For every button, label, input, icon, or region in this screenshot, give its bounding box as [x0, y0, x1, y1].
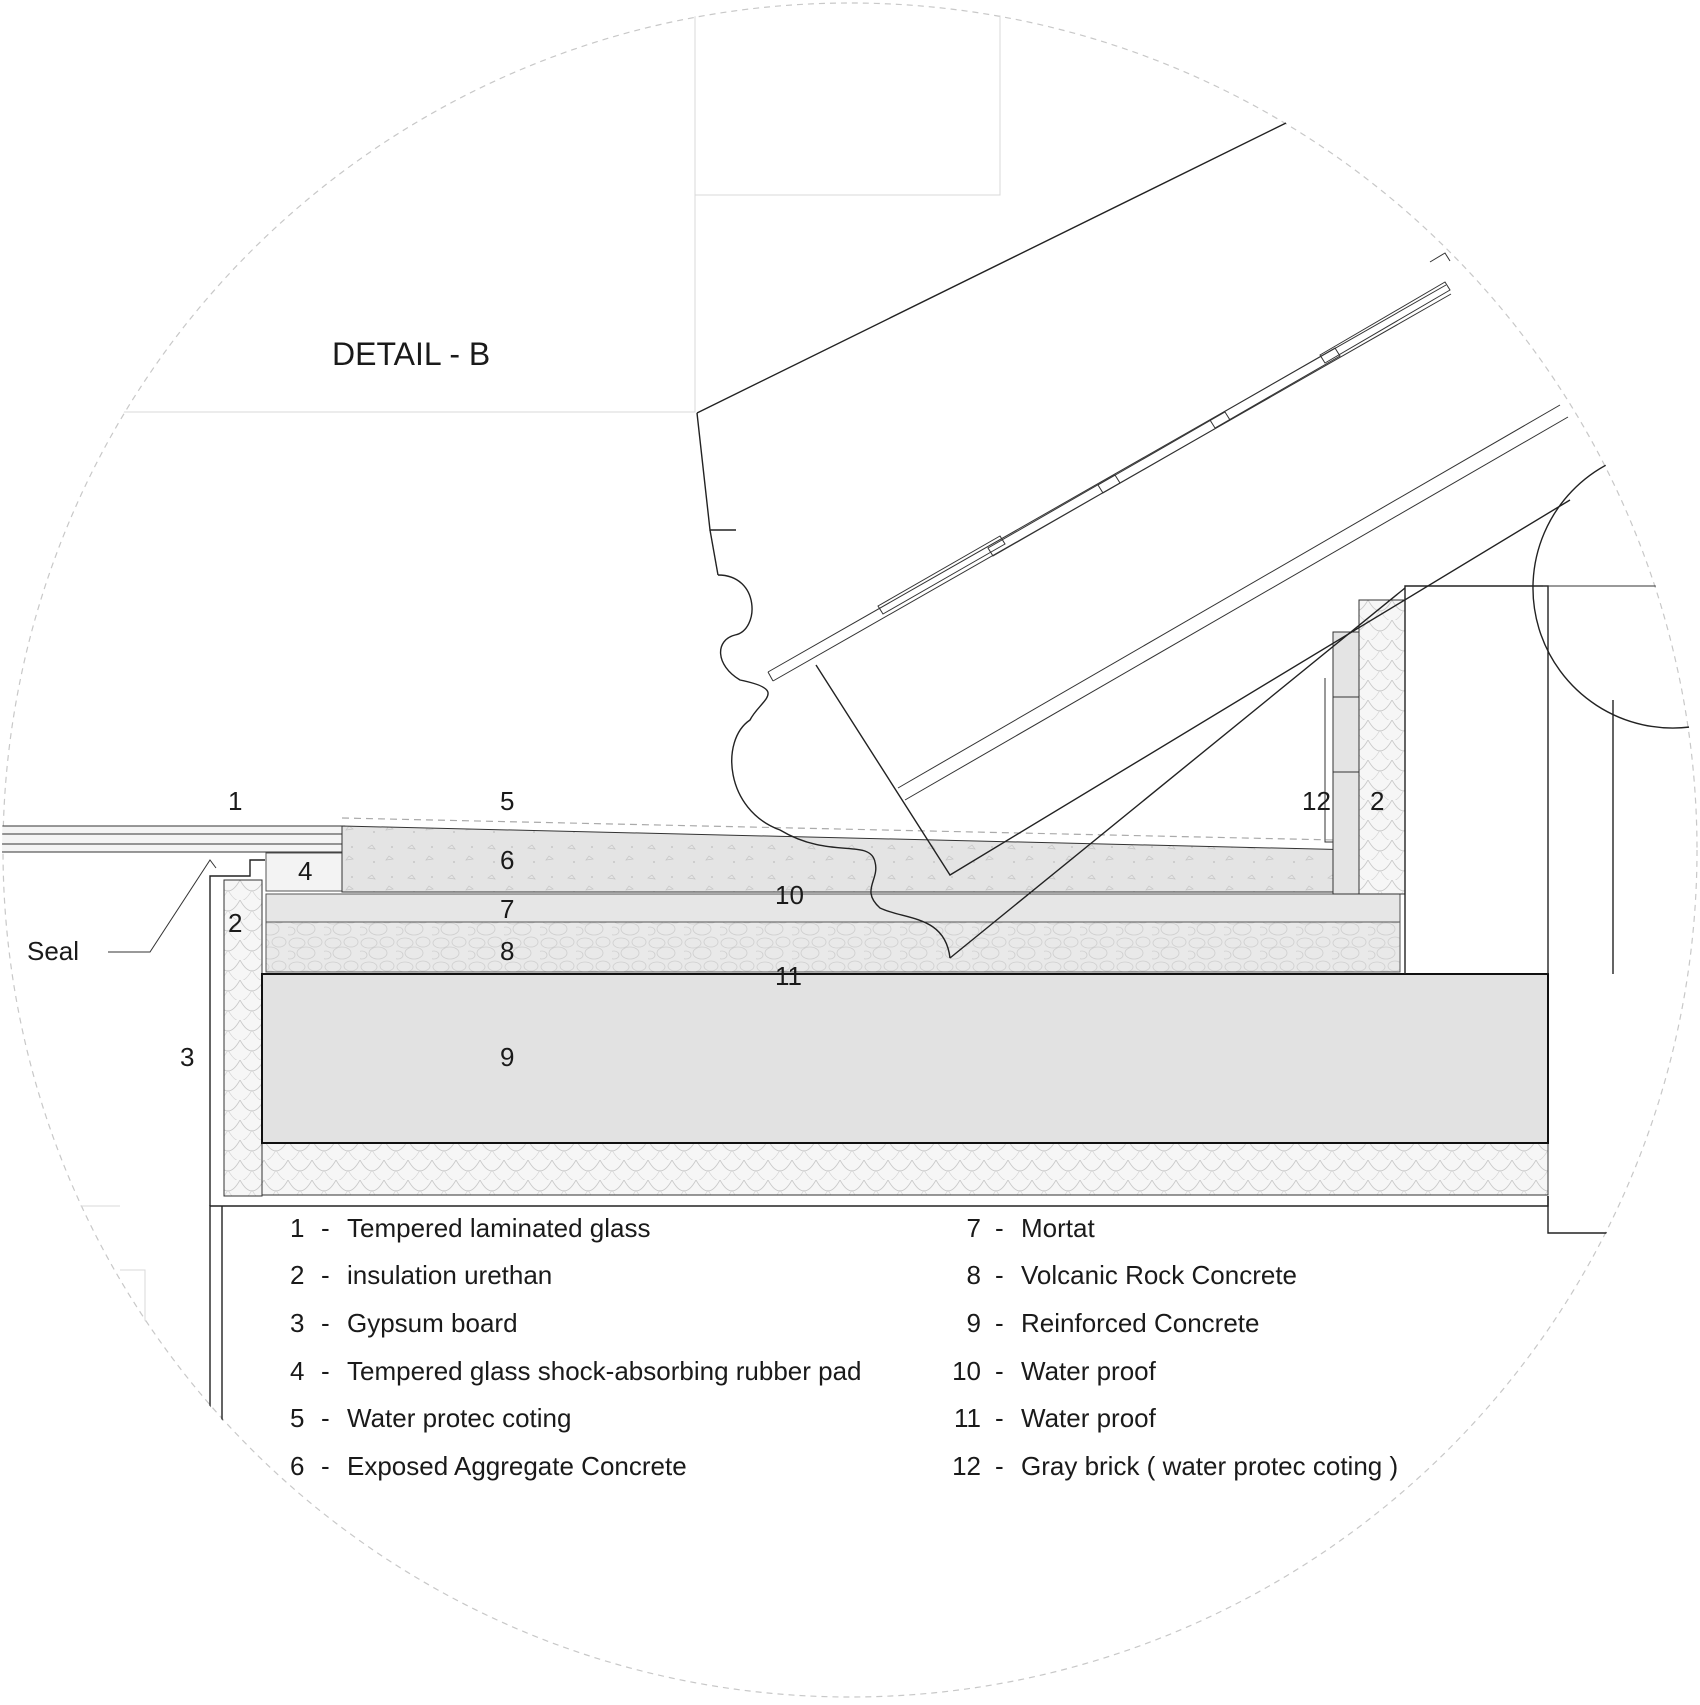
legend-text: Gray brick ( water protec coting )	[1021, 1451, 1398, 1481]
tempered-laminated-glass	[2, 825, 345, 853]
legend-text: Water protec coting	[347, 1403, 571, 1433]
callout-6: 6	[500, 845, 514, 875]
legend-text: Volcanic Rock Concrete	[1021, 1260, 1297, 1290]
legend-num: 2	[290, 1260, 304, 1290]
legend-num: 1	[290, 1213, 304, 1243]
legend-text: Exposed Aggregate Concrete	[347, 1451, 687, 1481]
legend-right: 7 - Mortat 8 - Volcanic Rock Concrete 9 …	[952, 1213, 1398, 1481]
legend-text: Mortat	[1021, 1213, 1095, 1243]
detail-title: DETAIL - B	[332, 336, 490, 372]
legend-num: 5	[290, 1403, 304, 1433]
insulation-urethan-left	[223, 879, 263, 1197]
callout-11: 11	[775, 961, 802, 991]
legend-sep: -	[995, 1403, 1004, 1433]
legend-text: Water proof	[1021, 1356, 1157, 1386]
rubber-pad	[265, 852, 343, 892]
legend-num: 6	[290, 1451, 304, 1481]
legend-sep: -	[995, 1213, 1004, 1243]
legend-sep: -	[995, 1308, 1004, 1338]
legend-text: Reinforced Concrete	[1021, 1308, 1259, 1338]
callout-9: 9	[500, 1042, 514, 1072]
legend-text: Gypsum board	[347, 1308, 518, 1338]
legend-num: 12	[952, 1451, 981, 1481]
legend-text: Water proof	[1021, 1403, 1157, 1433]
reinforced-concrete-slab	[261, 973, 1549, 1144]
sloped-glass-roof	[696, 122, 1571, 959]
legend-item: 5 - Water protec coting	[290, 1403, 571, 1433]
legend-left: 1 - Tempered laminated glass 2 - insulat…	[290, 1213, 862, 1481]
right-wall	[1404, 585, 1549, 974]
callout-7: 7	[500, 894, 514, 924]
callout-10: 10	[775, 880, 804, 910]
callout-8: 8	[500, 936, 514, 966]
legend-num: 7	[967, 1213, 981, 1243]
legend-item: 8 - Volcanic Rock Concrete	[967, 1260, 1298, 1290]
legend-item: 11 - Water proof	[954, 1403, 1157, 1433]
legend-sep: -	[321, 1356, 330, 1386]
callout-12: 12	[1302, 786, 1331, 816]
legend-num: 8	[967, 1260, 981, 1290]
seal-leader-line	[108, 859, 217, 953]
gray-brick-and-insulation	[1324, 599, 1406, 895]
callout-2-left: 2	[228, 908, 242, 938]
legend-sep: -	[321, 1308, 330, 1338]
legend-item: 6 - Exposed Aggregate Concrete	[290, 1451, 687, 1481]
volcanic-rock-concrete	[265, 921, 1401, 973]
legend-text: Tempered laminated glass	[347, 1213, 651, 1243]
legend-num: 10	[952, 1356, 981, 1386]
callout-4: 4	[298, 856, 312, 886]
legend-item: 2 - insulation urethan	[290, 1260, 552, 1290]
legend-num: 4	[290, 1356, 304, 1386]
legend-sep: -	[995, 1260, 1004, 1290]
callout-3: 3	[180, 1042, 194, 1072]
legend-num: 11	[954, 1403, 981, 1433]
water-protec-coating	[341, 817, 1336, 841]
legend-item: 9 - Reinforced Concrete	[967, 1308, 1260, 1338]
legend-sep: -	[995, 1451, 1004, 1481]
legend-item: 7 - Mortat	[967, 1213, 1096, 1243]
callout-numbers: 1 5 12 2 4 6 2 7 10 8 11 3 9	[180, 786, 1384, 1072]
legend-num: 3	[290, 1308, 304, 1338]
seal-label: Seal	[27, 936, 79, 966]
callout-1: 1	[228, 786, 242, 816]
callout-5: 5	[500, 786, 514, 816]
right-foot	[1547, 1196, 1610, 1234]
legend-item: 12 - Gray brick ( water protec coting )	[952, 1451, 1398, 1481]
legend-sep: -	[321, 1451, 330, 1481]
round-column	[1532, 462, 1691, 729]
legend-sep: -	[321, 1403, 330, 1433]
legend-item: 4 - Tempered glass shock-absorbing rubbe…	[290, 1356, 862, 1386]
legend-text: Tempered glass shock-absorbing rubber pa…	[347, 1356, 862, 1386]
mortar-layer	[265, 893, 1401, 923]
legend-item: 1 - Tempered laminated glass	[290, 1213, 651, 1243]
legend-sep: -	[995, 1356, 1004, 1386]
legend-sep: -	[321, 1213, 330, 1243]
legend-item: 3 - Gypsum board	[290, 1308, 518, 1338]
legend-item: 10 - Water proof	[952, 1356, 1157, 1386]
insulation-urethan-bottom	[261, 1142, 1549, 1196]
legend-sep: -	[321, 1260, 330, 1290]
legend-text: insulation urethan	[347, 1260, 552, 1290]
legend-num: 9	[967, 1308, 981, 1338]
callout-2-right: 2	[1370, 786, 1384, 816]
